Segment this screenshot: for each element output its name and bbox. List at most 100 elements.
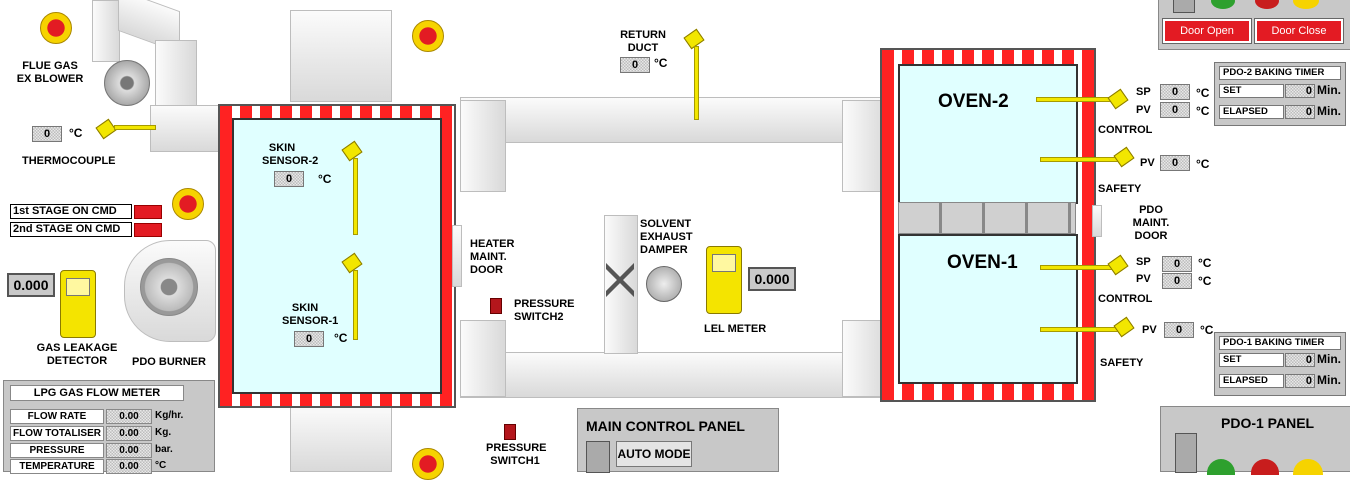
oven2-safety-pv-label: PV bbox=[1140, 157, 1155, 169]
oven1-sp-value: 0 bbox=[1162, 256, 1192, 272]
stage1-cmd-indicator bbox=[134, 205, 162, 219]
pdo2-elapsed-unit: Min. bbox=[1317, 104, 1341, 118]
thermocouple-label: THERMOCOUPLE bbox=[22, 155, 116, 167]
deg-c-unit: °C bbox=[654, 56, 668, 70]
emergency-stop-icon[interactable] bbox=[40, 12, 72, 44]
mode-indicator bbox=[586, 441, 610, 473]
lel-meter-screen bbox=[712, 254, 736, 272]
pdo1-panel: PDO-1 PANEL bbox=[1160, 406, 1350, 475]
bottom-motor bbox=[290, 405, 392, 472]
thermocouple-stem bbox=[114, 125, 156, 130]
stage1-cmd-label: 1st STAGE ON CMD bbox=[10, 204, 132, 219]
oven-separator bbox=[898, 202, 1076, 234]
temperature-unit: °C bbox=[155, 460, 167, 471]
heater-maint-door-panel bbox=[452, 225, 462, 287]
red-stop-button-icon[interactable] bbox=[1251, 459, 1279, 475]
estop-small-icon bbox=[1293, 0, 1319, 9]
pdo2-set-unit: Min. bbox=[1317, 83, 1341, 97]
main-control-panel-title: MAIN CONTROL PANEL bbox=[586, 418, 745, 434]
deg-c-unit: °C bbox=[1198, 274, 1212, 288]
pdo2-set-label: SET bbox=[1219, 84, 1284, 98]
oven2-pv-value: 0 bbox=[1160, 102, 1190, 118]
oven2-sp-label: SP bbox=[1136, 86, 1151, 98]
oven1-safety-label: SAFETY bbox=[1100, 357, 1144, 369]
pdo1-elapsed-value: 0 bbox=[1285, 374, 1315, 388]
return-duct-value: 0 bbox=[620, 57, 650, 73]
oven1-sp-label: SP bbox=[1136, 256, 1151, 268]
pdo1-timer-title: PDO-1 BAKING TIMER bbox=[1219, 336, 1341, 350]
thermocouple-value: 0 bbox=[32, 126, 62, 142]
oven1-safety-pv-label: PV bbox=[1142, 324, 1157, 336]
main-control-panel: MAIN CONTROL PANEL AUTO MODE bbox=[577, 408, 779, 473]
oven1-control-stem bbox=[1040, 265, 1114, 270]
deg-c-unit: °C bbox=[318, 172, 332, 186]
green-start-button-icon[interactable] bbox=[1207, 459, 1235, 475]
pressure-switch2-icon bbox=[490, 298, 502, 314]
temperature-value: 0.00 bbox=[106, 459, 152, 474]
emergency-stop-icon[interactable] bbox=[412, 20, 444, 52]
oven1-safety-stem bbox=[1040, 327, 1118, 332]
deg-c-unit: °C bbox=[1196, 157, 1210, 171]
pdo2-elapsed-value: 0 bbox=[1285, 105, 1315, 119]
deg-c-unit: °C bbox=[1196, 86, 1210, 100]
oven-1-chamber bbox=[898, 234, 1078, 384]
burner-fan-icon bbox=[140, 258, 198, 316]
flow-totaliser-label: FLOW TOTALISER bbox=[10, 426, 104, 441]
flow-rate-label: FLOW RATE bbox=[10, 409, 104, 424]
door-close-button[interactable]: Door Close bbox=[1254, 18, 1344, 44]
oven2-control-label: CONTROL bbox=[1098, 124, 1153, 136]
damper-valve-icon bbox=[606, 260, 634, 300]
oven1-safety-probe-icon bbox=[1113, 316, 1135, 338]
oven2-sp-value: 0 bbox=[1160, 84, 1190, 100]
skin-sensor-1-stem bbox=[353, 270, 358, 340]
pdo2-baking-timer: PDO-2 BAKING TIMER SET 0 Min. ELAPSED 0 … bbox=[1214, 62, 1346, 126]
pdo1-status-indicator bbox=[1175, 433, 1197, 473]
oven-2-title: OVEN-2 bbox=[938, 91, 1009, 112]
door-open-button[interactable]: Door Open bbox=[1162, 18, 1252, 44]
flue-duct-to-heater bbox=[150, 105, 220, 152]
pdo2-set-value[interactable]: 0 bbox=[1285, 84, 1315, 98]
oven1-pv-value: 0 bbox=[1162, 273, 1192, 289]
auto-mode-button[interactable]: AUTO MODE bbox=[616, 441, 692, 467]
emergency-stop-icon[interactable] bbox=[412, 448, 444, 480]
gas-leakage-detector-screen bbox=[66, 278, 90, 296]
deg-c-unit: °C bbox=[69, 126, 83, 140]
deg-c-unit: °C bbox=[334, 331, 348, 345]
return-duct-left-bend bbox=[460, 100, 506, 192]
return-duct-top bbox=[460, 97, 892, 143]
lel-meter-label: LEL METER bbox=[704, 323, 767, 335]
oven1-control-probe-icon bbox=[1107, 254, 1129, 276]
estop-small-icon[interactable] bbox=[1293, 459, 1323, 475]
oven2-safety-pv-value: 0 bbox=[1160, 155, 1190, 171]
deg-c-unit: °C bbox=[1200, 323, 1214, 337]
pdo1-set-value[interactable]: 0 bbox=[1285, 353, 1315, 367]
pressure-label: PRESSURE bbox=[10, 443, 104, 458]
pdo2-elapsed-label: ELAPSED bbox=[1219, 105, 1284, 119]
lel-meter-value: 0.000 bbox=[748, 267, 796, 291]
flow-totaliser-value: 0.00 bbox=[106, 426, 152, 441]
green-indicator-icon bbox=[1211, 0, 1235, 9]
oven1-safety-pv-value: 0 bbox=[1164, 322, 1194, 338]
oven2-control-probe-icon bbox=[1107, 88, 1129, 110]
oven2-safety-stem bbox=[1040, 157, 1118, 162]
pressure-value: 0.00 bbox=[106, 443, 152, 458]
oven-1-title: OVEN-1 bbox=[947, 252, 1018, 273]
pdo-burner-label: PDO BURNER bbox=[132, 356, 206, 368]
emergency-stop-icon[interactable] bbox=[172, 188, 204, 220]
skin-sensor-2-stem bbox=[353, 158, 358, 235]
oven2-control-stem bbox=[1036, 97, 1114, 102]
supply-duct-bottom bbox=[460, 352, 892, 398]
pdo1-panel-title: PDO-1 PANEL bbox=[1221, 415, 1315, 431]
flow-totaliser-unit: Kg. bbox=[155, 427, 172, 438]
pdo-maint-door-panel bbox=[1092, 205, 1102, 237]
